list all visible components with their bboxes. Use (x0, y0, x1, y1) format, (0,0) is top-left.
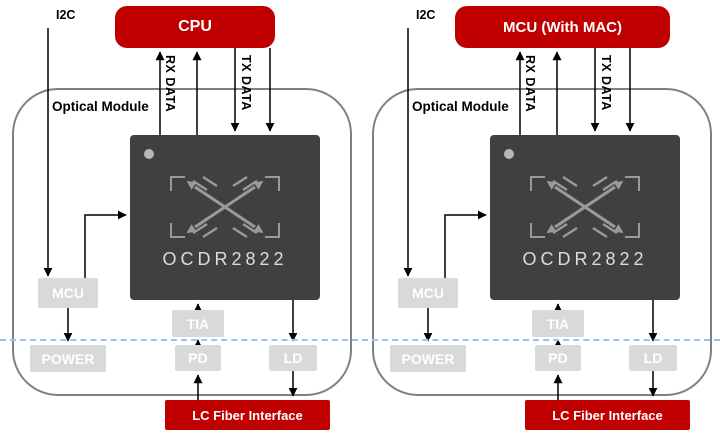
tia-block: TIA (172, 310, 224, 337)
dashed-divider-line (0, 339, 720, 341)
i2c-label: I2C (416, 8, 436, 22)
ld-block: LD (269, 345, 317, 371)
ld-block: LD (629, 345, 677, 371)
host-box: CPU (115, 6, 275, 48)
power-block: POWER (30, 345, 106, 372)
chip-part-number: OCDR2822 (522, 249, 648, 269)
chip-part-number: OCDR2822 (162, 249, 288, 269)
chip-logo-icon (530, 175, 640, 239)
fiber-interface-box: LC Fiber Interface (525, 400, 690, 430)
host-label: MCU (With MAC) (503, 18, 622, 36)
module-outline (372, 88, 712, 396)
chip-logo-icon (170, 175, 280, 239)
power-block: POWER (390, 345, 466, 372)
diagram-cpu-host: CPU I2C Optical Module RX DATA TX DATA (12, 6, 352, 430)
chip-pin1-dot-icon (144, 149, 154, 159)
chip: OCDR2822 (130, 135, 320, 300)
mcu-block: MCU (38, 278, 98, 308)
chip-pin1-dot-icon (504, 149, 514, 159)
module-label: Optical Module (52, 99, 149, 114)
host-label: CPU (178, 18, 212, 35)
pd-block: PD (535, 345, 581, 371)
tx-data-label: TX DATA (599, 55, 613, 111)
diagram-mcu-mac-host: MCU (With MAC) I2C Optical Module RX DAT… (360, 0, 720, 440)
fiber-interface-box: LC Fiber Interface (165, 400, 330, 430)
tia-block: TIA (532, 310, 584, 337)
rx-data-label: RX DATA (163, 55, 177, 113)
module-label: Optical Module (412, 99, 509, 114)
module-outline (12, 88, 352, 396)
rx-data-label: RX DATA (523, 55, 537, 113)
tx-data-label: TX DATA (239, 55, 253, 111)
mcu-block: MCU (398, 278, 458, 308)
i2c-label: I2C (56, 8, 76, 22)
host-box: MCU (With MAC) (455, 6, 670, 48)
chip: OCDR2822 (490, 135, 680, 300)
pd-block: PD (175, 345, 221, 371)
